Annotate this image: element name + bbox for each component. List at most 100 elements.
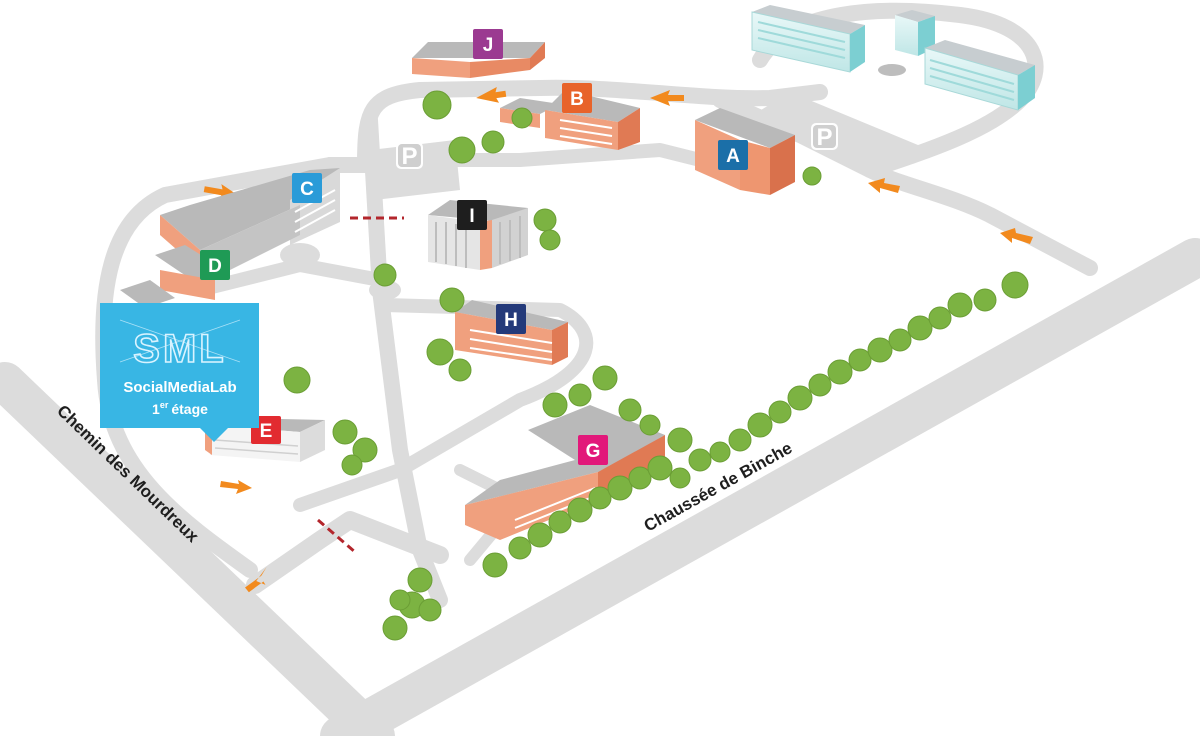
tree-icon [907, 315, 933, 341]
tree-icon [628, 466, 652, 490]
tree-icon [728, 428, 752, 452]
tree-icon [709, 441, 731, 463]
building-label-g-text: G [586, 441, 601, 462]
callout-floor-number: 1 [152, 401, 160, 417]
building-label-i-bg [457, 200, 487, 230]
tree-icon [418, 598, 442, 622]
building-label-j: J [473, 29, 503, 59]
tree-icon [352, 437, 378, 463]
callout-floor-suffix: er [160, 400, 169, 410]
tree-icon [802, 166, 822, 186]
sml-logo: SML [133, 327, 226, 371]
tree-icon [848, 348, 872, 372]
tree-icon [332, 419, 358, 445]
tree-icon [283, 366, 311, 394]
tree-icon [508, 536, 532, 560]
arrow-icon [868, 178, 900, 193]
tree-icon [688, 448, 712, 472]
tree-icon [533, 208, 557, 232]
tree-icon [511, 107, 533, 129]
tree-icon [787, 385, 813, 411]
tree-icon [747, 412, 773, 438]
tree-icon [439, 287, 465, 313]
tree-icon [867, 337, 893, 363]
tree-icon [1001, 271, 1029, 299]
tree-icon [827, 359, 853, 385]
parking-area-left [370, 140, 460, 200]
building-label-d: D [200, 250, 230, 280]
tree-icon [618, 398, 642, 422]
tree-icon [548, 510, 572, 534]
road-glass-loop [752, 2, 1044, 178]
tree-icon [373, 263, 397, 287]
parking-right: P [811, 123, 838, 151]
building-label-b: B [562, 83, 592, 113]
building-label-j-text: J [483, 35, 494, 56]
parking-left-label: P [401, 143, 417, 170]
arrow-icon [1000, 228, 1033, 244]
callout-name: SocialMediaLab [123, 379, 236, 396]
tree-icon [808, 373, 832, 397]
building-label-h-bg [496, 304, 526, 334]
road-central [362, 112, 448, 608]
building-label-a: A [718, 140, 748, 170]
tree-icon [588, 486, 612, 510]
building-label-i-text: I [469, 206, 474, 227]
tree-icon [973, 288, 997, 312]
arrow-icon [650, 90, 684, 106]
tree-icon [928, 306, 952, 330]
tree-icon [947, 292, 973, 318]
building-label-h: H [496, 304, 526, 334]
tree-icon [481, 130, 505, 154]
building-label-c-text: C [300, 179, 314, 200]
tree-icon [448, 358, 472, 382]
tree-icon [647, 455, 673, 481]
arrow-icon [245, 566, 267, 593]
building-label-g-bg [578, 435, 608, 465]
tree-icon [382, 615, 408, 641]
roundabout-center [369, 280, 401, 300]
building-label-d-text: D [208, 256, 222, 277]
tree-icon [888, 328, 912, 352]
road-chaussee-de-binche [320, 238, 1200, 736]
tree-icon [422, 90, 452, 120]
tree-icon [568, 383, 592, 407]
parking-left: P [396, 142, 423, 170]
arrow-icon [476, 86, 507, 103]
tree-icon [407, 567, 433, 593]
callout-box[interactable] [100, 303, 259, 442]
tree-icon [607, 475, 633, 501]
callout-floor-word: étage [171, 401, 208, 417]
tree-icon [539, 229, 561, 251]
tree-icon [527, 522, 553, 548]
tree-icon [567, 497, 593, 523]
road-chemin-des-mourdreux [0, 362, 395, 736]
building-label-c: C [292, 173, 322, 203]
building-label-c-bg [292, 173, 322, 203]
trees [283, 90, 1029, 641]
tree-icon [542, 392, 568, 418]
tree-icon [341, 454, 363, 476]
tree-icon [768, 400, 792, 424]
plaza-c [280, 243, 320, 267]
building-label-e-text: E [260, 421, 273, 442]
building-label-g: G [578, 435, 608, 465]
building-label-h-text: H [504, 310, 518, 331]
building-label-a-text: A [726, 146, 740, 167]
tree-icon [482, 552, 508, 578]
tree-icon [426, 338, 454, 366]
glass-buildings [751, 5, 1035, 111]
tree-icon [669, 467, 691, 489]
building-label-b-bg [562, 83, 592, 113]
barrier-south [317, 518, 356, 554]
tree-icon [639, 414, 661, 436]
building-label-i: I [457, 200, 487, 230]
arrow-icon [220, 480, 252, 494]
building-label-d-bg [200, 250, 230, 280]
building-a [695, 108, 795, 195]
parking-right-label: P [816, 124, 832, 151]
tree-icon [592, 365, 618, 391]
